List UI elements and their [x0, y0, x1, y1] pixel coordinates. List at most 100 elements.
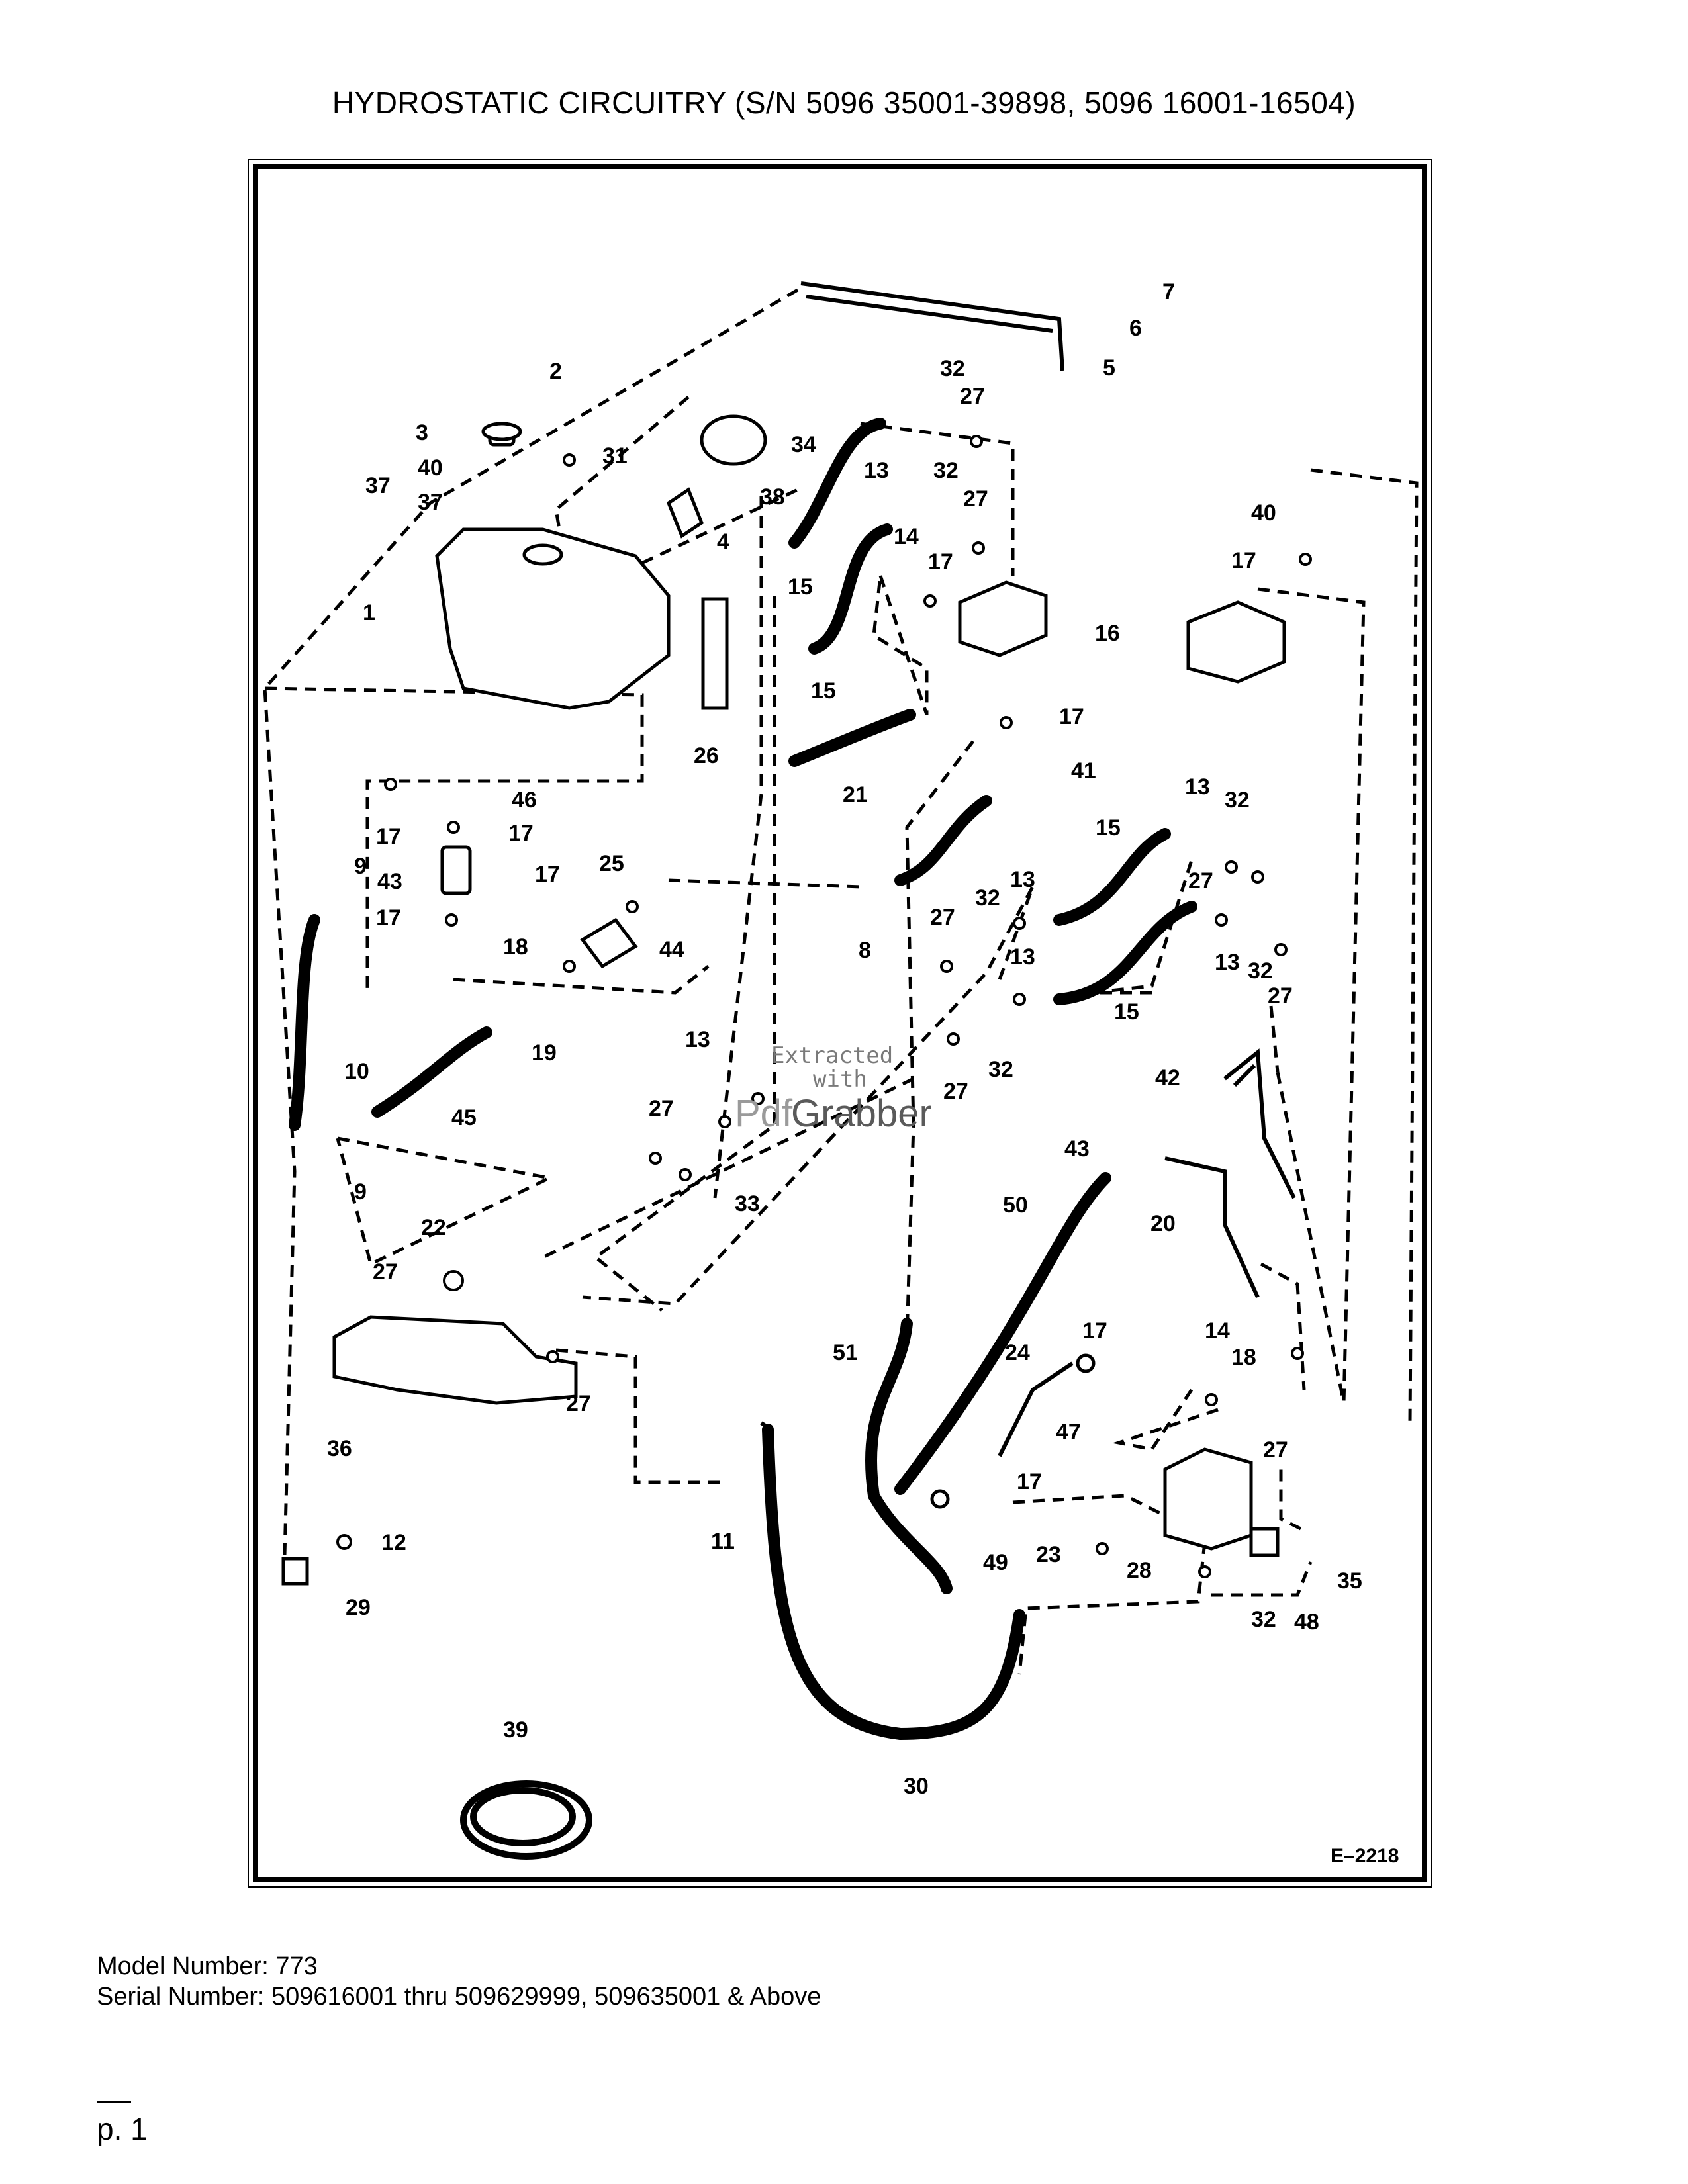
watermark-line1: Extracted	[771, 1042, 893, 1069]
callout-27d: 27	[930, 905, 955, 930]
callout-34: 35	[1337, 1569, 1362, 1594]
callout-37b: 38	[760, 484, 785, 510]
drive-motor-left	[958, 580, 1048, 657]
callout-27e: 27	[1268, 983, 1293, 1009]
hoses	[289, 418, 1197, 1741]
serial-number: Serial Number: 509616001 thru 509629999,…	[97, 1983, 821, 2011]
filter-cartridge	[580, 917, 638, 969]
dashed-assembly-lines	[263, 288, 1419, 1675]
page-number-rule	[97, 2101, 131, 2103]
callout-21: 22	[421, 1215, 446, 1240]
callout-17e: 17	[508, 821, 534, 846]
callout-13d: 13	[1185, 774, 1210, 799]
callout-17d: 17	[376, 824, 401, 849]
callout-37: 37	[365, 473, 391, 498]
callout-48: 49	[983, 1550, 1008, 1575]
callout-13c: 13	[1010, 944, 1035, 970]
callout-17h: 17	[1082, 1318, 1107, 1343]
callout-32g: 33	[735, 1191, 760, 1216]
callout-9: 9	[354, 854, 367, 879]
callout-2: 2	[549, 359, 562, 384]
callout-26: 27	[1263, 1437, 1288, 1463]
watermark: Extracted with Pdf Grabber	[735, 1042, 932, 1135]
callout-23: 24	[1005, 1340, 1030, 1365]
callout-13: 13	[864, 458, 889, 483]
callout-24: 25	[599, 851, 624, 876]
callout-17c: 17	[1059, 704, 1084, 729]
callout-32e: 32	[1248, 958, 1273, 983]
components	[281, 414, 1286, 1586]
callout-1: 1	[363, 600, 375, 625]
model-number: Model Number: 773	[97, 1952, 318, 1980]
page-number: p. 1	[97, 2112, 148, 2146]
watermark-brand-a: Pdf	[735, 1092, 793, 1135]
callout-15b: 15	[811, 678, 836, 704]
callout-32: 32	[940, 356, 965, 381]
callout-49: 50	[1003, 1193, 1028, 1218]
callout-13b: 13	[1010, 867, 1035, 892]
callout-18: 18	[503, 934, 528, 960]
callout-29: 30	[904, 1774, 929, 1799]
hydrostatic-pump	[332, 1315, 578, 1405]
callout-11: 11	[711, 1529, 735, 1554]
callout-43: 43	[377, 869, 402, 894]
callout-14b: 14	[1205, 1318, 1230, 1343]
callout-43b: 44	[659, 937, 684, 962]
callout-27b: 27	[963, 486, 988, 512]
control-valve	[1163, 1447, 1253, 1551]
figure-code: E–2218	[1331, 1845, 1399, 1867]
part-callouts: 1 2 3 4 5 6 7 8 9 9 10 11 12 13 13 13 13…	[327, 279, 1362, 1799]
hard-tubes	[760, 281, 1296, 1457]
callout-27j: 28	[1127, 1558, 1152, 1583]
callout-50: 51	[833, 1340, 858, 1365]
callout-38: 39	[503, 1717, 528, 1743]
callout-14: 14	[894, 524, 919, 549]
callout-28: 29	[346, 1595, 371, 1620]
callout-27i: 27	[566, 1391, 591, 1416]
callout-17g: 17	[535, 862, 560, 887]
callout-40: 40	[1251, 500, 1276, 525]
callout-15c: 15	[1096, 815, 1121, 841]
callout-10: 10	[344, 1059, 369, 1084]
callout-42: 43	[1064, 1136, 1090, 1161]
callout-33: 34	[791, 432, 816, 457]
case-drain-hose-coil	[460, 1780, 592, 1860]
callout-5: 5	[1103, 355, 1115, 381]
callout-40b: 41	[1071, 758, 1096, 784]
callout-32d: 32	[975, 886, 1000, 911]
callout-25: 26	[694, 743, 719, 768]
callout-46: 47	[1056, 1420, 1081, 1445]
watermark-brand-b: Grabber	[791, 1092, 932, 1135]
callout-32c: 32	[1225, 788, 1250, 813]
diagram-frame	[253, 164, 1427, 1882]
callout-15d: 15	[1114, 999, 1139, 1024]
callout-13e: 13	[1215, 950, 1240, 975]
callout-27f: 27	[943, 1079, 968, 1104]
callout-17f: 17	[376, 905, 401, 931]
drive-motor-right	[1186, 600, 1286, 684]
callout-20: 21	[843, 782, 868, 807]
callout-44: 45	[451, 1105, 477, 1130]
callout-27: 27	[960, 384, 985, 409]
diagram-frame-outer	[248, 159, 1432, 1888]
callout-30: 31	[602, 443, 628, 469]
callout-32b: 32	[933, 458, 959, 483]
hydraulic-reservoir	[435, 527, 671, 710]
callout-35: 36	[327, 1436, 352, 1461]
callout-7: 7	[1162, 279, 1175, 304]
callout-47: 48	[1294, 1610, 1319, 1635]
callout-27c: 27	[1188, 868, 1213, 893]
callout-17b: 17	[1231, 548, 1256, 573]
callout-13f: 13	[685, 1027, 710, 1052]
callout-39: 40	[418, 455, 443, 480]
callout-27h: 27	[373, 1259, 398, 1285]
callout-4: 4	[717, 529, 729, 555]
callout-6: 6	[1129, 316, 1142, 341]
callout-17i: 17	[1017, 1469, 1042, 1494]
callout-17j: 18	[1231, 1345, 1256, 1370]
callout-31: 32	[1251, 1607, 1276, 1632]
callout-18b: 19	[532, 1040, 557, 1066]
watermark-line2: with	[813, 1066, 867, 1093]
callout-8: 8	[859, 938, 871, 963]
